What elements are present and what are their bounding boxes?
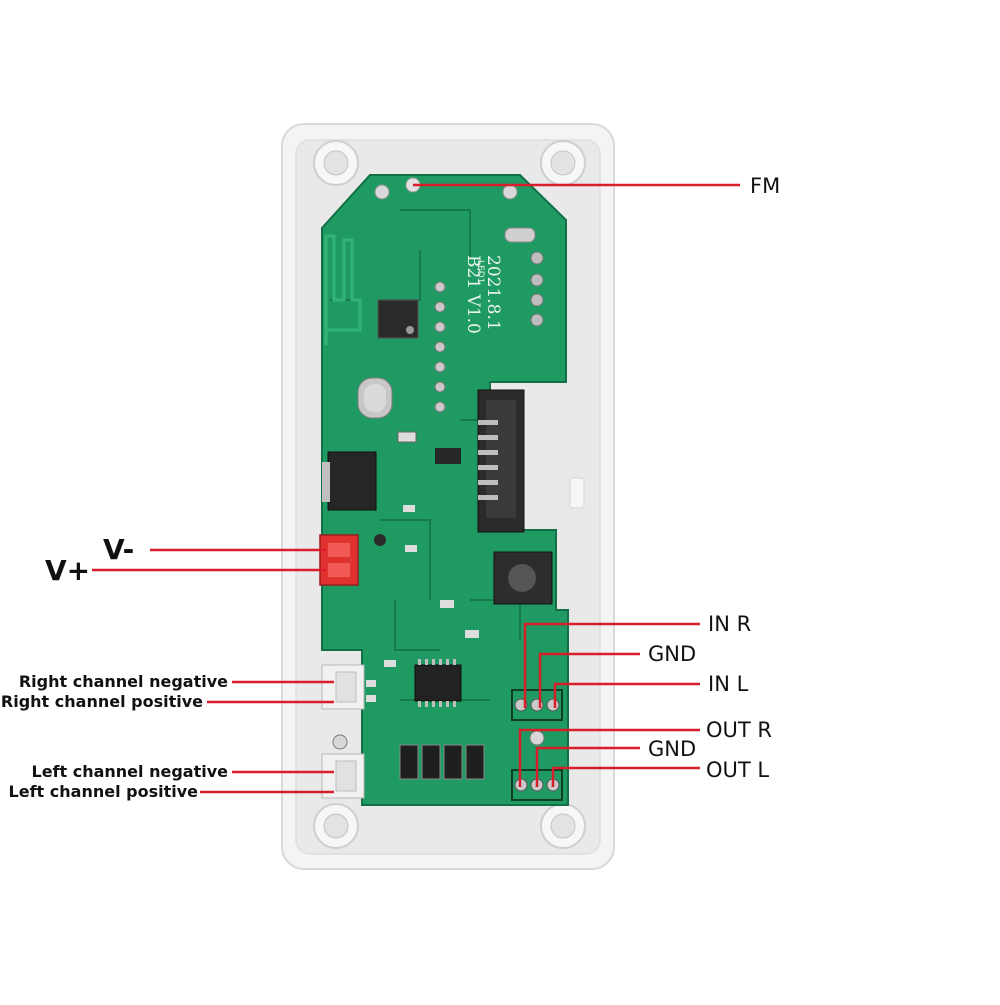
led-label: LED1	[475, 260, 485, 283]
label-left-channel-negative: Left channel negative	[31, 762, 229, 781]
led-pads	[504, 227, 544, 327]
board-model-text: B21 V1.0	[463, 255, 483, 334]
inductors	[399, 744, 485, 780]
label-gnd-in: GND	[648, 642, 697, 666]
header-pins	[434, 281, 446, 413]
board-date-text: 2021.8.1	[483, 255, 503, 331]
smd-components	[366, 431, 479, 702]
label-in-r: IN R	[708, 612, 752, 636]
label-v-minus: V-	[103, 533, 135, 566]
label-v-plus: V+	[45, 554, 91, 587]
label-left-channel-positive: Left channel positive	[8, 782, 198, 801]
voltage-regulator	[327, 451, 377, 511]
label-fm: FM	[750, 174, 781, 198]
label-out-l: OUT L	[706, 758, 770, 782]
enclosure-latch	[569, 477, 585, 509]
power-connector	[319, 534, 359, 586]
leader-lines	[92, 183, 740, 794]
label-gnd-out: GND	[648, 737, 697, 761]
label-in-l: IN L	[708, 672, 749, 696]
screw-pad	[374, 184, 390, 200]
screw-pad	[502, 184, 518, 200]
mounting-holes	[313, 140, 586, 849]
label-out-r: OUT R	[706, 718, 772, 742]
antenna-trace	[324, 234, 362, 345]
amplifier-chip	[414, 664, 462, 702]
label-right-channel-positive: Right channel positive	[0, 692, 203, 711]
label-right-channel-negative: Right channel negative	[18, 672, 228, 691]
